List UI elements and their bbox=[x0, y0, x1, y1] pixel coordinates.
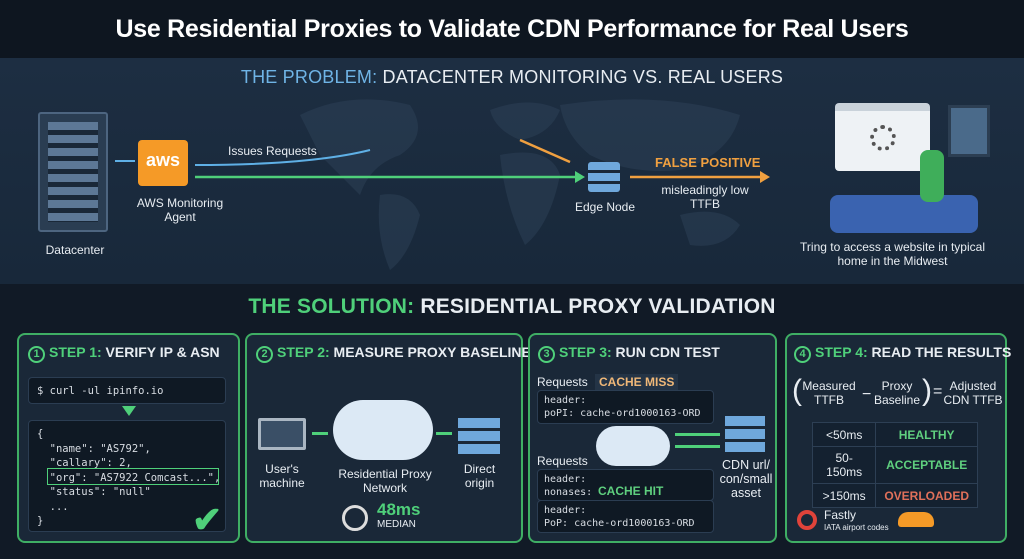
status-cell: ACCEPTABLE bbox=[875, 446, 978, 484]
json-output: { "name": "AS792", "callary": 2, "org": … bbox=[28, 420, 226, 532]
person-icon bbox=[920, 150, 944, 202]
range-cell: >150ms bbox=[811, 483, 877, 508]
json-line: "status": "null" bbox=[37, 486, 151, 498]
edge-server-icon bbox=[588, 162, 620, 192]
cdn-label: CDN url/ con/small asset bbox=[719, 458, 773, 500]
json-line: "callary": 2, bbox=[37, 457, 132, 469]
curl-command: $ curl -ul ipinfo.io bbox=[28, 377, 226, 404]
solution-heading: THE SOLUTION: RESIDENTIAL PROXY VALIDATI… bbox=[248, 295, 776, 318]
stopwatch-icon bbox=[342, 505, 368, 531]
requests-label: Requests bbox=[537, 454, 588, 468]
cdn-server-icon bbox=[725, 416, 765, 452]
miss-header-code: header: poPI: cache-ord1000163-ORD bbox=[537, 390, 714, 424]
status-cell: OVERLOADED bbox=[875, 483, 978, 508]
cache-miss-badge: CACHE MISS bbox=[595, 374, 679, 390]
arrow-line bbox=[675, 445, 720, 448]
range-cell: <50ms bbox=[811, 422, 877, 447]
paren-close: ) bbox=[922, 374, 932, 407]
low-ttfb-label: misleadingly low TTFB bbox=[661, 183, 749, 211]
median-label: MEDIAN bbox=[377, 519, 416, 530]
json-line: "org": "AS7922 Comcast...", bbox=[37, 471, 221, 484]
false-positive-label: FALSE POSITIVE bbox=[655, 155, 761, 170]
origin-server-icon bbox=[458, 418, 500, 454]
json-line: ... bbox=[37, 500, 69, 513]
checkmark-icon: ✔ bbox=[192, 499, 223, 540]
proxy-baseline-label: Proxy Baseline bbox=[873, 379, 921, 407]
iata-label: IATA airport codes bbox=[824, 523, 889, 532]
couch-icon bbox=[830, 195, 978, 233]
json-line: { bbox=[37, 428, 44, 440]
proxy-cloud-icon bbox=[333, 400, 433, 460]
user-machine-label: User's machine bbox=[259, 462, 305, 490]
window-icon bbox=[948, 105, 990, 157]
issues-requests-label: Issues Requests bbox=[228, 144, 317, 158]
edge-node-label: Edge Node bbox=[574, 200, 636, 214]
arrow-line bbox=[115, 160, 135, 162]
median-value: 48ms bbox=[377, 500, 421, 519]
json-line: } bbox=[37, 515, 44, 527]
cloudflare-logo-icon bbox=[898, 512, 934, 527]
page-title: Use Residential Proxies to Validate CDN … bbox=[0, 0, 1024, 58]
browser-loading-icon bbox=[835, 103, 930, 171]
arrow-line bbox=[312, 432, 328, 435]
down-arrow-icon bbox=[122, 406, 136, 423]
request-arrows bbox=[194, 138, 770, 183]
aws-logo: aws bbox=[138, 140, 188, 186]
arrow-line bbox=[675, 433, 720, 436]
arrow-line bbox=[436, 432, 452, 435]
world-map bbox=[300, 99, 740, 270]
status-cell: HEALTHY bbox=[875, 422, 978, 447]
cache-hit-badge: CACHE HIT bbox=[598, 484, 664, 498]
aws-agent-label: AWS Monitoring Agent bbox=[136, 196, 224, 224]
measured-label: Measured TTFB bbox=[802, 379, 856, 407]
datacenter-label: Datacenter bbox=[45, 243, 105, 257]
json-line: "name": "AS792", bbox=[37, 442, 151, 455]
fastly-logo-icon bbox=[797, 510, 817, 530]
range-cell: 50-150ms bbox=[811, 446, 877, 484]
org-highlight bbox=[47, 468, 219, 485]
equals-sign: = bbox=[933, 383, 943, 400]
problem-heading: THE PROBLEM: DATACENTER MONITORING VS. R… bbox=[240, 67, 784, 87]
fastly-label: Fastly bbox=[824, 508, 857, 522]
network-label: Residential Proxy Network bbox=[338, 467, 432, 495]
adjusted-label: Adjusted CDN TTFB bbox=[943, 379, 1003, 407]
user-caption: Tring to access a website in typical hom… bbox=[800, 240, 985, 268]
minus-sign: − bbox=[862, 386, 872, 403]
server-rack-icon bbox=[38, 112, 108, 232]
pop-header-code: header: PoP: cache-ord1000163-ORD bbox=[537, 500, 714, 533]
paren-open: ( bbox=[792, 374, 802, 407]
requests-label: Requests bbox=[537, 375, 588, 389]
laptop-icon bbox=[258, 418, 306, 450]
hit-header-code: header: nonases: bbox=[537, 469, 714, 501]
origin-label: Direct origin bbox=[463, 462, 496, 490]
proxy-cloud-icon bbox=[596, 426, 670, 466]
